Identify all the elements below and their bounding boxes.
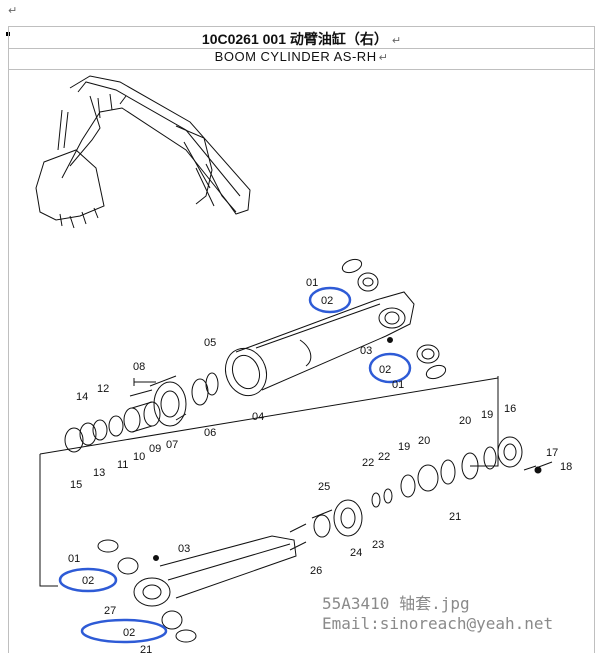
label-07: 07 — [166, 439, 178, 451]
label-02: 02 — [379, 364, 391, 376]
label-21: 21 — [449, 511, 461, 523]
label-13: 13 — [93, 467, 105, 479]
label-20: 20 — [459, 415, 471, 427]
label-11: 11 — [117, 459, 128, 471]
gland-assembly — [289, 436, 553, 551]
label-08: 08 — [133, 361, 145, 373]
grease-fitting-03b — [153, 555, 159, 561]
leader-frame-left — [39, 454, 58, 587]
label-22: 22 — [362, 457, 374, 469]
grease-fitting-03 — [387, 337, 393, 343]
label-02: 02 — [123, 627, 135, 639]
label-24: 24 — [350, 547, 362, 559]
label-05: 05 — [204, 337, 216, 349]
label-06: 06 — [204, 427, 216, 439]
part-english-title: BOOM CYLINDER AS-RH↵ — [214, 49, 389, 64]
label-10: 10 — [133, 451, 145, 463]
label-20: 20 — [418, 435, 430, 447]
highlight-02-lower-left — [58, 567, 118, 593]
label-01: 01 — [68, 553, 80, 565]
label-02: 02 — [82, 575, 94, 587]
label-09: 09 — [149, 443, 161, 455]
watermark-email: Email:sinoreach@yeah.net — [322, 614, 554, 633]
label-21: 21 — [140, 644, 152, 653]
label-23: 23 — [372, 539, 384, 551]
cylinder-tube-assembly — [224, 291, 415, 397]
label-02: 02 — [321, 295, 333, 307]
highlight-02-upper — [308, 286, 352, 314]
label-01: 01 — [392, 379, 404, 391]
watermark-filename: 55A3410 轴套.jpg — [322, 594, 470, 613]
bolt-17 — [523, 465, 537, 471]
label-18: 18 — [560, 461, 572, 473]
label-03: 03 — [360, 345, 372, 357]
label-15: 15 — [70, 479, 82, 491]
label-12: 12 — [97, 383, 109, 395]
bushing-set-upper — [341, 258, 447, 380]
grease-nipple-18 — [534, 466, 542, 474]
diagram-panel — [8, 69, 595, 653]
piston-rod — [97, 535, 297, 643]
label-19: 19 — [398, 441, 410, 453]
label-22: 22 — [378, 451, 390, 463]
label-03: 03 — [178, 543, 190, 555]
label-04: 04 — [252, 411, 264, 423]
label-25: 25 — [318, 481, 330, 493]
label-26: 26 — [310, 565, 322, 577]
paragraph-mark: ↵ — [8, 5, 18, 17]
part-code-title: 10C0261 001 动臂油缸（右）↵ — [9, 29, 594, 49]
highlight-02-bottom — [80, 618, 168, 644]
title-table: 10C0261 001 动臂油缸（右）↵ BOOM CYLINDER AS-RH… — [8, 26, 595, 70]
label-01: 01 — [306, 277, 318, 289]
label-19: 19 — [481, 409, 493, 421]
leader-frame-right — [470, 376, 499, 467]
highlight-02-right — [368, 352, 412, 384]
bolt-08 — [133, 378, 156, 386]
label-14: 14 — [76, 391, 88, 403]
label-27: 27 — [104, 605, 116, 617]
label-16: 16 — [504, 403, 516, 415]
piston-seal-stack — [64, 372, 219, 453]
axis-line-upper — [39, 377, 499, 455]
excavator-illustration — [35, 75, 251, 229]
label-17: 17 — [546, 447, 558, 459]
